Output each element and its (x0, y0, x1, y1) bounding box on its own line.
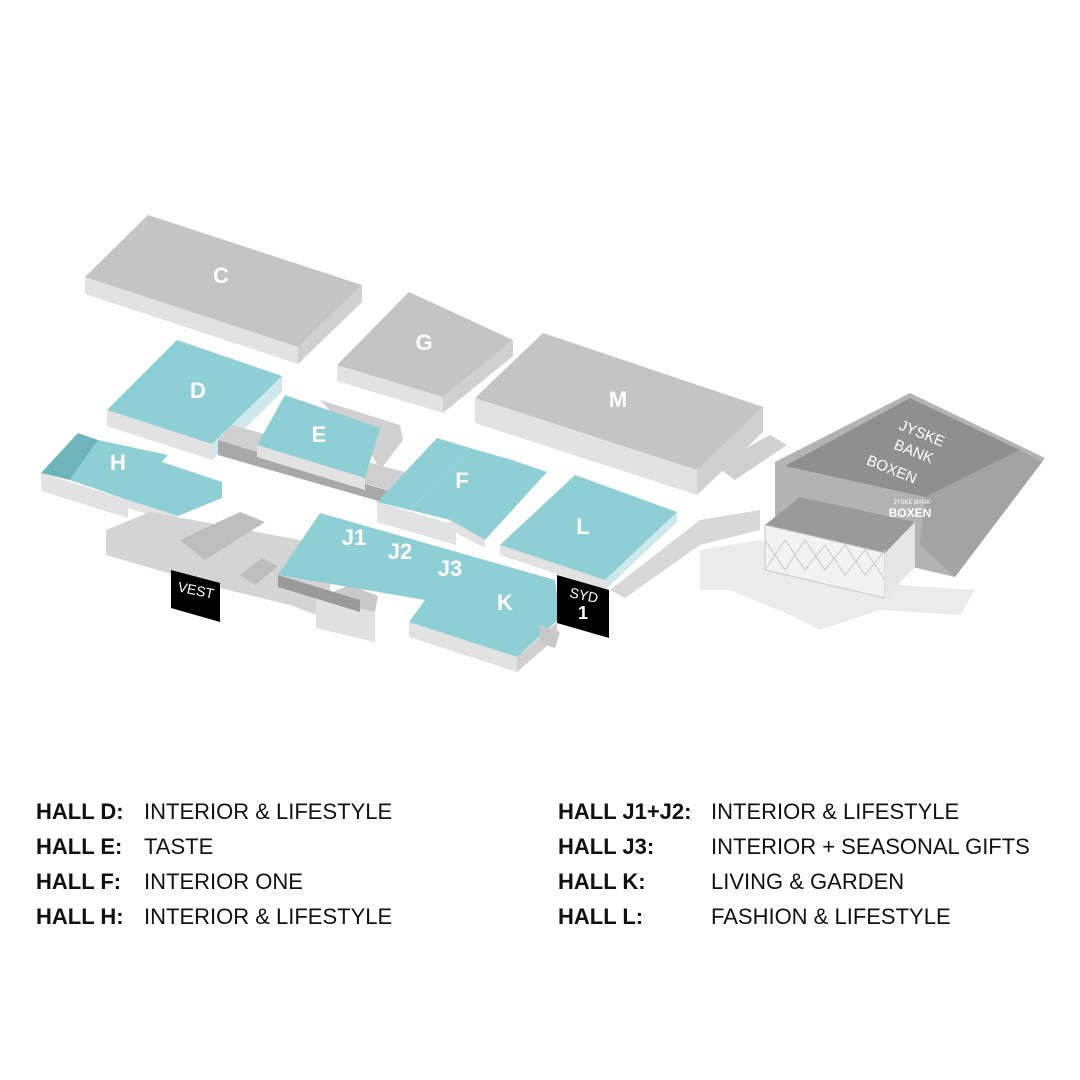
legend-hall-description: INTERIOR & LIFESTYLE (144, 903, 393, 929)
hall-k-label: K (497, 590, 513, 615)
hall-m-label: M (609, 387, 627, 412)
legend-hall-description: INTERIOR & LIFESTYLE (711, 798, 960, 824)
legend-hall-description: INTERIOR ONE (144, 868, 303, 894)
hall-d-label: D (190, 378, 206, 403)
legend-item-hall-e: HALL E: TASTE (36, 829, 392, 864)
building-hall-l[interactable]: L (500, 475, 677, 590)
gate-vest-label: VEST (176, 578, 216, 601)
venue-map: C G M D E H (41, 215, 1045, 672)
connector-m (715, 435, 787, 480)
legend-item-hall-d: HALL D: INTERIOR & LIFESTYLE (36, 794, 392, 829)
legend-hall-name: HALL E: (36, 833, 123, 859)
gate-vest[interactable]: VEST (171, 570, 220, 622)
legend-hall-name: HALL K: (558, 868, 646, 894)
hall-c-label: C (213, 263, 229, 288)
service-roof-1 (180, 512, 265, 560)
building-hall-m[interactable]: M (475, 333, 763, 495)
arena-jyske-bank-boxen[interactable]: JYSKE BANK BOXEN JYSKE BANK BOXEN (764, 393, 1045, 599)
legend-item-hall-f: HALL F: INTERIOR ONE (36, 864, 392, 899)
hall-e-label: E (312, 422, 327, 447)
hall-g-label: G (415, 330, 432, 355)
walkway (610, 510, 760, 598)
hall-j2-label: J2 (388, 539, 412, 564)
service-buildings-west (106, 512, 330, 620)
legend-item-hall-l: HALL L: FASHION & LIFESTYLE (558, 899, 1030, 934)
arena-foyer-roof (765, 497, 915, 553)
legend-hall-name: HALL F: (36, 868, 122, 894)
legend-item-hall-k: HALL K: LIVING & GARDEN (558, 864, 1030, 899)
building-hall-g[interactable]: G (337, 292, 513, 413)
building-hall-d[interactable]: D (107, 340, 282, 460)
gate-syd-label: SYD (568, 584, 599, 606)
legend-hall-name: HALL J1+J2: (558, 798, 692, 824)
building-hall-e[interactable]: E (257, 395, 403, 490)
hall-f-label: F (455, 468, 468, 493)
building-hall-h[interactable]: H (41, 433, 222, 524)
hall-l-label: L (576, 514, 589, 539)
legend-item-hall-h: HALL H: INTERIOR & LIFESTYLE (36, 899, 392, 934)
gate-syd-1[interactable]: SYD 1 (557, 575, 609, 638)
legend-hall-description: LIVING & GARDEN (711, 868, 905, 894)
arena-foyer-side (885, 522, 915, 598)
svg-text:BOXEN: BOXEN (889, 506, 932, 520)
legend-hall-description: FASHION & LIFESTYLE (711, 903, 951, 929)
legend-hall-name: HALL H: (36, 903, 124, 929)
arena-foyer-lattice (764, 539, 886, 581)
building-hall-j-k[interactable]: J1 J2 J3 K (278, 513, 560, 672)
building-hall-c[interactable]: C (85, 215, 362, 364)
gate-syd-number: 1 (578, 603, 588, 623)
svg-text:JYSKE BANK: JYSKE BANK (893, 500, 930, 506)
legend-hall-name: HALL D: (36, 798, 124, 824)
legend-item-hall-j3: HALL J3: INTERIOR + SEASONAL GIFTS (558, 829, 1030, 864)
legend-left-column: HALL D: INTERIOR & LIFESTYLE HALL E: TAS… (36, 794, 392, 934)
legend-right-column: HALL J1+J2: INTERIOR & LIFESTYLE HALL J3… (558, 794, 1030, 934)
hall-h-label: H (110, 450, 126, 475)
legend-item-hall-j1-j2: HALL J1+J2: INTERIOR & LIFESTYLE (558, 794, 1030, 829)
service-roof-2 (240, 558, 278, 585)
hall-j1-label: J1 (342, 525, 366, 550)
service-block (316, 598, 375, 642)
hall-j3-label: J3 (438, 556, 462, 581)
legend-hall-description: INTERIOR + SEASONAL GIFTS (711, 833, 1030, 859)
arena-sign-logo: JYSKE BANK BOXEN (889, 500, 932, 520)
legend-hall-name: HALL J3: (558, 833, 655, 859)
legend-hall-description: INTERIOR & LIFESTYLE (144, 798, 393, 824)
building-hall-f[interactable]: F (377, 438, 547, 548)
legend-hall-name: HALL L: (558, 903, 644, 929)
legend-hall-description: TASTE (144, 833, 214, 859)
